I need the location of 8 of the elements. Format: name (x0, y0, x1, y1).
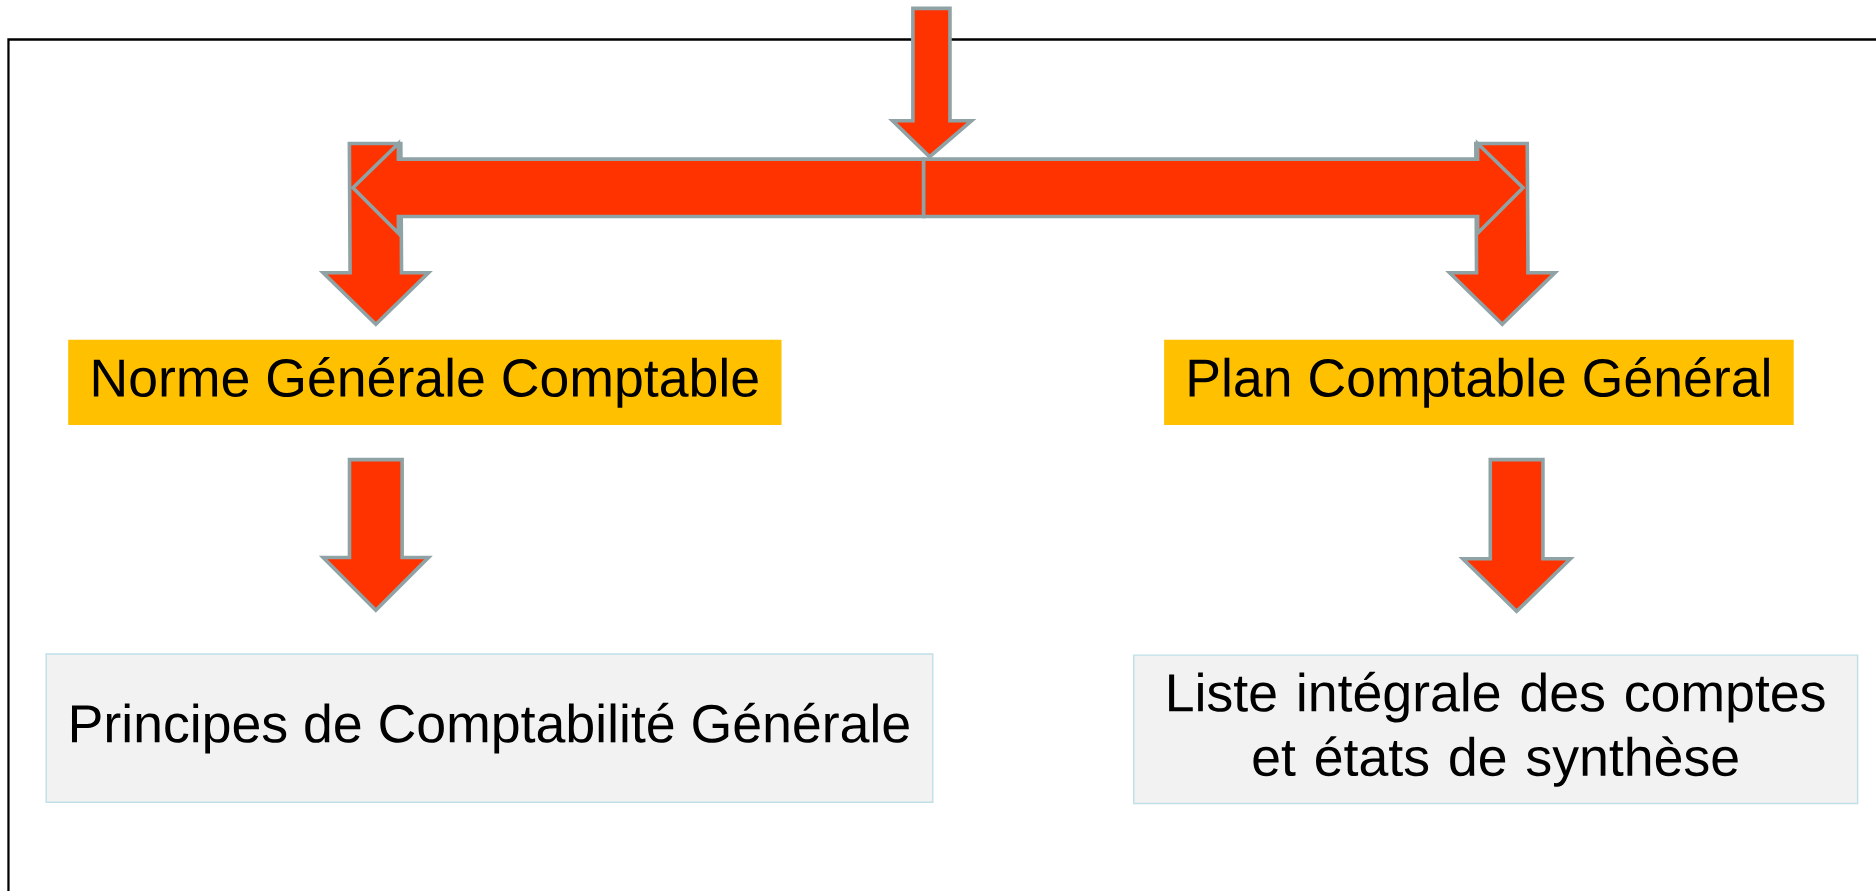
accounts-box: Liste intégrale des comptes et états de synthèse (1133, 654, 1859, 805)
block-arrow (1458, 457, 1575, 614)
principles-box: Principes de Comptabilité Générale (45, 653, 934, 803)
block-arrow (921, 139, 1560, 327)
trunk-arrow (888, 6, 977, 159)
standard-box: Norme Générale Comptable (68, 339, 782, 425)
plan-box: Plan Comptable Général (1164, 339, 1794, 425)
block-arrow (318, 457, 433, 613)
